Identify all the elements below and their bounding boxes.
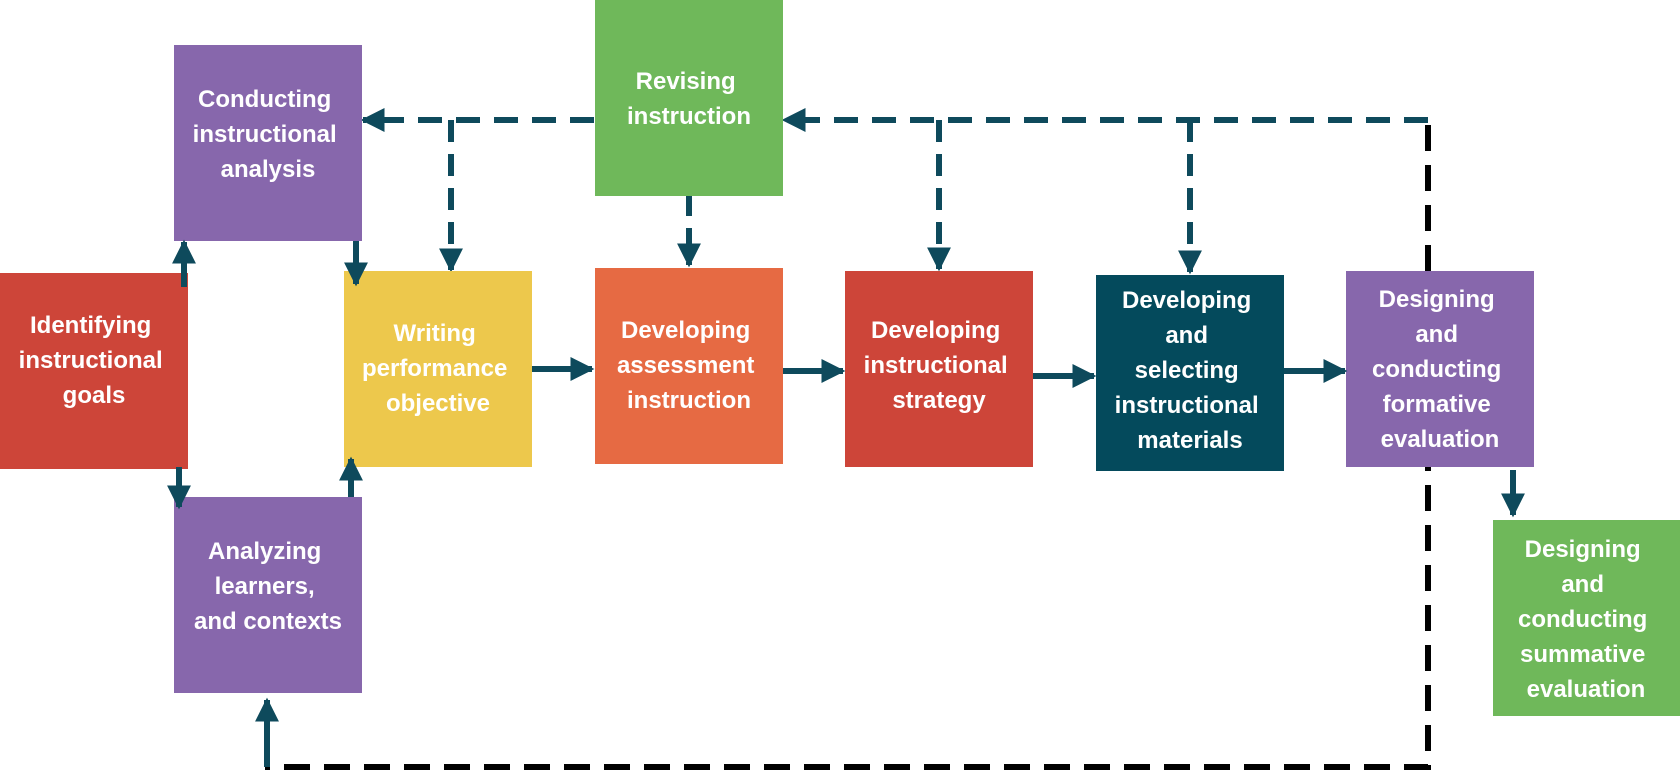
box-assessment: Developing assessment instruction — [595, 268, 783, 464]
box-learners: Analyzing learners, and contexts — [174, 497, 362, 693]
box-goals: Identifying instructional goals — [0, 273, 188, 469]
box-summative-label: Designing and conducting summative evalu… — [1518, 536, 1654, 703]
box-formative-rect — [1346, 271, 1534, 467]
box-revising-rect — [595, 0, 783, 196]
box-goals-rect — [0, 273, 188, 469]
box-analysis-label: Conducting instructional analysis — [193, 86, 344, 183]
box-learners-rect — [174, 497, 362, 693]
box-summative: Designing and conducting summative evalu… — [1493, 520, 1680, 716]
box-assessment-label: Developing assessment instruction — [617, 317, 761, 414]
box-objective-label: Writing performance objective — [362, 320, 514, 417]
box-assessment-rect — [595, 268, 783, 464]
box-objective: Writing performance objective — [344, 271, 532, 467]
flow-arrows — [167, 239, 1525, 518]
box-revising-label: Revising instruction — [627, 68, 751, 130]
box-materials-rect — [1096, 275, 1284, 471]
box-learners-label: Analyzing learners, and contexts — [194, 538, 342, 635]
box-strategy-label: Developing instructional strategy — [864, 317, 1015, 414]
box-objective-rect — [344, 271, 532, 467]
revision-arrows — [360, 108, 1428, 275]
box-materials: Developing and selecting instructional m… — [1096, 275, 1284, 471]
box-analysis: Conducting instructional analysis — [174, 45, 362, 241]
box-strategy-rect — [845, 271, 1033, 467]
box-formative: Designing and conducting formative evalu… — [1346, 271, 1534, 467]
box-analysis-rect — [174, 45, 362, 241]
box-summative-rect — [1493, 520, 1680, 716]
box-goals-label: Identifying instructional goals — [19, 312, 170, 409]
box-strategy: Developing instructional strategy — [845, 271, 1033, 467]
box-materials-label: Developing and selecting instructional m… — [1115, 287, 1266, 454]
box-formative-label: Designing and conducting formative evalu… — [1372, 286, 1508, 453]
box-revising: Revising instruction — [595, 0, 783, 196]
